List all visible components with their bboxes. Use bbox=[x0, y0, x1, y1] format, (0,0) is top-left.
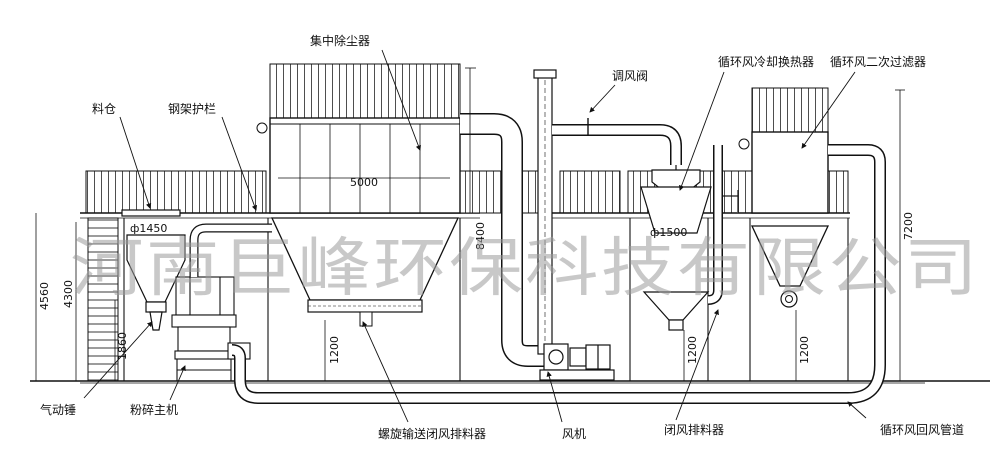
label-silo: 料仓 bbox=[92, 102, 116, 116]
label-pneumatic-hammer: 气动锤 bbox=[40, 402, 76, 417]
access-ladder bbox=[87, 217, 119, 382]
silo bbox=[121, 209, 186, 331]
label-airlock-discharger: 闭风排料器 bbox=[664, 423, 724, 437]
secondary-filter bbox=[738, 87, 830, 308]
filter-outlet-duct bbox=[231, 144, 886, 404]
dust-collector bbox=[256, 63, 474, 327]
crusher-main bbox=[171, 276, 251, 381]
label-return-duct: 循环风回风管道 bbox=[880, 422, 964, 437]
damper-duct bbox=[552, 118, 682, 165]
label-secondary-filter: 循环风二次过滤器 bbox=[830, 55, 926, 69]
dim-height-1860: 1860 bbox=[116, 332, 129, 360]
ground-line bbox=[30, 380, 990, 384]
cooler-exchanger bbox=[640, 165, 712, 331]
dim-height-8400: 8400 bbox=[474, 222, 487, 250]
dim-collector-width: 5000 bbox=[350, 176, 378, 189]
dim-silo-diameter: ф1450 bbox=[130, 222, 167, 235]
watermark: 河南巨峰环保科技有限公司 bbox=[70, 232, 980, 306]
dim-height-7200: 7200 bbox=[902, 212, 915, 240]
duct-collector-fan bbox=[460, 113, 546, 367]
label-crusher-main: 粉碎主机 bbox=[130, 402, 178, 417]
dimension-lines bbox=[35, 67, 905, 381]
label-screw-conveyor: 螺旋输送闭风排料器 bbox=[378, 426, 486, 441]
dim-exchanger-diameter: ф1500 bbox=[650, 226, 687, 239]
dim-clearance-3: 1200 bbox=[798, 336, 811, 364]
dim-clearance-2: 1200 bbox=[686, 336, 699, 364]
fan bbox=[539, 343, 615, 381]
dim-height-4560: 4560 bbox=[38, 282, 51, 310]
label-central-dust-collector: 集中除尘器 bbox=[310, 33, 370, 48]
exchanger-duct bbox=[707, 145, 739, 305]
dim-clearance-1: 1200 bbox=[328, 336, 341, 364]
label-steel-railing: 钢架护栏 bbox=[168, 101, 216, 116]
label-fan: 风机 bbox=[562, 427, 586, 441]
label-damper: 调风阀 bbox=[612, 69, 648, 83]
leader-lines bbox=[83, 49, 867, 423]
dim-height-4300: 4300 bbox=[62, 280, 75, 308]
label-cooler-exchanger: 循环风冷却换热器 bbox=[718, 55, 814, 69]
steel-railing-left bbox=[80, 170, 480, 219]
